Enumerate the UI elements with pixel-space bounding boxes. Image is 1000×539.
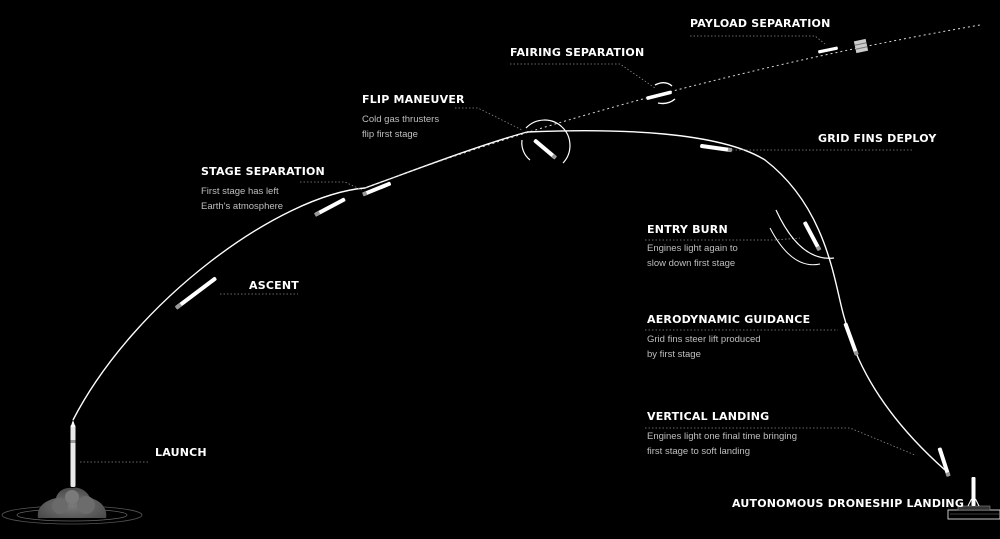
stage-separation-description: First stage has left Earth's atmosphere: [201, 184, 283, 214]
payload-separation-title: PAYLOAD SEPARATION: [690, 17, 831, 30]
flip-maneuver-description: Cold gas thrusters flip first stage: [362, 112, 439, 142]
upper-stage-trajectory: [364, 24, 981, 189]
flip-maneuver-desc-line: Cold gas thrusters: [362, 114, 440, 125]
entry-burn-description: Engines light again to slow down first s…: [647, 241, 738, 271]
launch-smoke: [1, 487, 143, 525]
vertical-landing-desc-line: first stage to soft landing: [647, 446, 750, 457]
launch-rocket: [70, 420, 76, 487]
flip-maneuver-title: FLIP MANEUVER: [362, 93, 465, 106]
entry-burn-desc-line: slow down first stage: [647, 258, 736, 269]
leader-fairing: [510, 63, 656, 89]
ascent-rocket-upper: [314, 197, 346, 217]
vertical-landing-rocket: [937, 447, 951, 477]
vertical-landing-title: VERTICAL LANDING: [647, 410, 770, 423]
aerodynamic-guidance-desc-line: by first stage: [647, 349, 701, 360]
droneship-landing-title: AUTONOMOUS DRONESHIP LANDING: [732, 497, 965, 510]
aerodynamic-guidance-description: Grid fins steer lift produced by first s…: [647, 332, 761, 362]
entry-burn-desc-line: Engines light again to: [647, 243, 738, 254]
entry-burn-marker: [769, 209, 835, 266]
vertical-landing-desc-line: Engines light one final time bringing: [647, 431, 797, 442]
leader-payload: [690, 35, 826, 45]
aerodynamic-guidance-title: AERODYNAMIC GUIDANCE: [647, 313, 811, 326]
aerodynamic-guidance-desc-line: Grid fins steer lift produced: [647, 334, 761, 345]
aero-guidance-rocket: [843, 322, 859, 356]
fairing-separation-marker: [646, 82, 676, 105]
leader-entry-burn: [645, 237, 801, 241]
ascent-trajectory: [72, 131, 528, 421]
return-trajectory: [526, 129, 946, 471]
payload-separation-marker: [818, 38, 869, 54]
flip-maneuver-marker: [521, 119, 571, 164]
grid-fins-rocket: [700, 143, 733, 153]
launch-title: LAUNCH: [155, 446, 207, 459]
vertical-landing-description: Engines light one final time bringing fi…: [647, 429, 797, 459]
droneship: [947, 477, 1000, 520]
leader-stage-sep: [300, 181, 363, 191]
stage-separation-desc-line: Earth's atmosphere: [201, 201, 284, 212]
grid-fins-deploy-title: GRID FINS DEPLOY: [818, 132, 937, 145]
stage-separation-rocket: [362, 181, 391, 197]
fairing-separation-title: FAIRING SEPARATION: [510, 46, 645, 59]
leader-flip: [455, 107, 523, 131]
ascent-title: ASCENT: [249, 279, 299, 292]
flip-maneuver-desc-line: flip first stage: [362, 129, 418, 140]
ascent-rocket-lower: [174, 276, 217, 310]
stage-separation-desc-line: First stage has left: [201, 186, 279, 197]
entry-burn-title: ENTRY BURN: [647, 223, 728, 236]
stage-separation-title: STAGE SEPARATION: [201, 165, 325, 178]
